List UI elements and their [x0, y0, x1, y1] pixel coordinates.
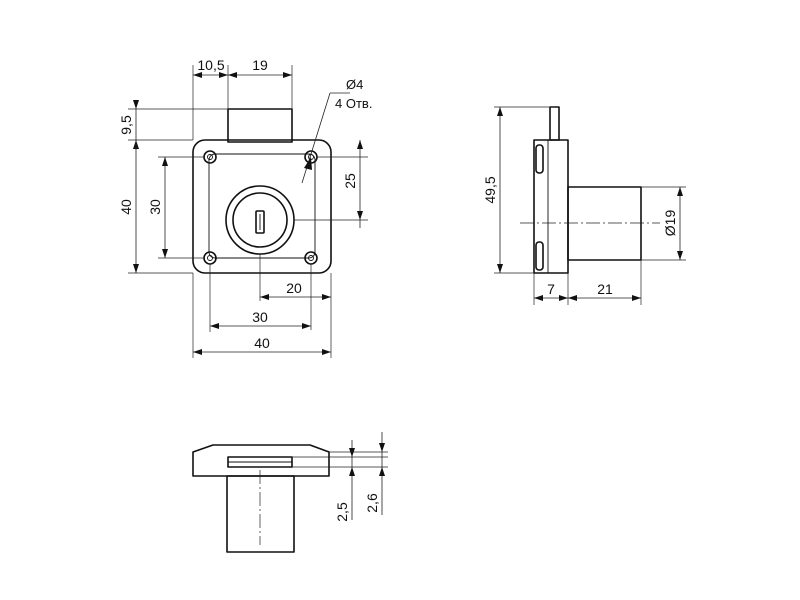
- dim-7: 7: [547, 281, 555, 297]
- front-plate-outer: [192, 139, 332, 274]
- side-body: [533, 139, 569, 274]
- side-view: 49,5 Ø19 7 21: [482, 106, 686, 305]
- dim-2-6: 2,6: [364, 493, 380, 513]
- dim-40-horizontal: 40: [254, 335, 270, 351]
- front-view: 10,5 19 9,5 40 30 25 Ø4 4 Отв.: [118, 57, 372, 358]
- bottom-cylinder: [226, 475, 295, 553]
- hole-diameter-label: Ø4: [346, 77, 363, 92]
- dim-19: 19: [252, 57, 268, 73]
- dim-49-5: 49,5: [482, 176, 498, 203]
- side-cylinder: [567, 186, 642, 261]
- keyhole: [255, 210, 265, 234]
- bottom-view: 2,5 2,6: [192, 432, 388, 553]
- bottom-plate: [192, 444, 330, 477]
- side-bolt-pin: [549, 106, 560, 141]
- hole-count-label: 4 Отв.: [335, 96, 372, 111]
- front-plate-inner: [208, 153, 316, 259]
- dim-21: 21: [597, 281, 613, 297]
- dim-10-5: 10,5: [197, 57, 224, 73]
- dim-2-5: 2,5: [334, 502, 350, 522]
- key-cylinder-inner: [232, 192, 288, 248]
- dim-25: 25: [342, 173, 358, 189]
- dim-20: 20: [286, 280, 302, 296]
- dim-diameter-19: Ø19: [662, 210, 678, 237]
- dim-30-vertical: 30: [147, 199, 163, 215]
- dim-30-horizontal: 30: [252, 309, 268, 325]
- front-bolt: [227, 108, 293, 143]
- dim-9-5: 9,5: [118, 115, 134, 135]
- dim-40-vertical: 40: [118, 199, 134, 215]
